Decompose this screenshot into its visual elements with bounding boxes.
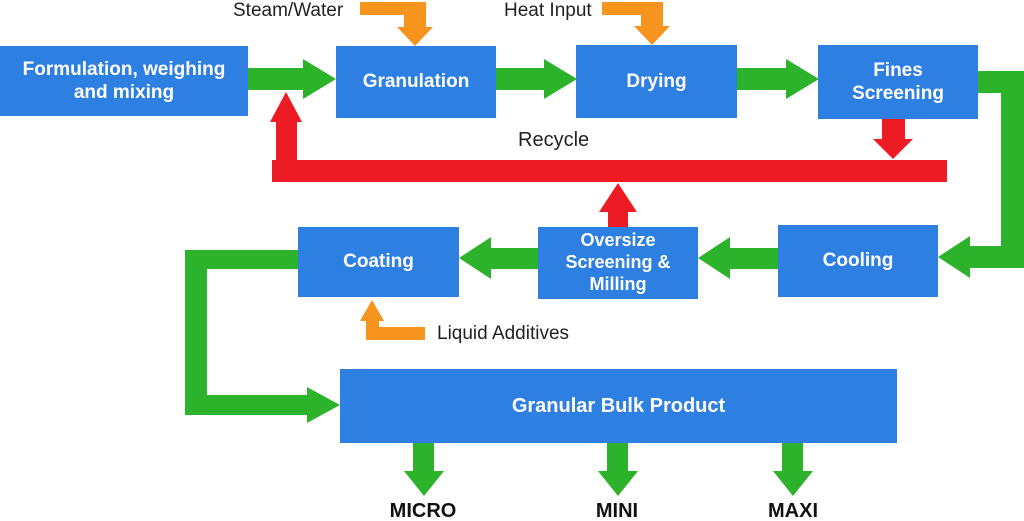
- arrow-segment: [185, 250, 298, 269]
- node-cooling-label: Cooling: [822, 250, 894, 272]
- node-fines-screening: Fines Screening: [818, 45, 978, 119]
- arrow-shaft: [247, 68, 303, 90]
- node-formulation-label: Formulation, weighing and mixing: [22, 58, 226, 103]
- recycle-line-bar: [272, 160, 947, 182]
- arrow-head-up-icon: [270, 92, 302, 122]
- arrow-head-down-icon: [404, 471, 444, 496]
- label-liquid-additives: Liquid Additives: [437, 323, 570, 344]
- arrow-shaft: [607, 443, 628, 472]
- node-coating-label: Coating: [343, 251, 414, 273]
- arrow-head-up-icon: [599, 183, 637, 212]
- node-granular-bulk-product: Granular Bulk Product: [340, 369, 897, 443]
- node-drying: Drying: [576, 45, 737, 118]
- node-formulation: Formulation, weighing and mixing: [0, 46, 248, 116]
- arrow-head-down-icon: [397, 27, 433, 46]
- arrow-shaft: [782, 443, 803, 472]
- node-oversize-screening-milling: Oversize Screening & Milling: [538, 227, 698, 299]
- node-oversize-label: Oversize Screening & Milling: [565, 230, 671, 294]
- label-heat-input: Heat Input: [504, 0, 592, 21]
- arrow-head-left-icon: [459, 237, 491, 279]
- arrow-head-right-icon: [303, 59, 336, 99]
- arrow-shaft: [496, 68, 544, 90]
- arrow-segment: [366, 327, 425, 340]
- arrow-shaft: [882, 119, 905, 141]
- arrow-shaft: [737, 68, 786, 90]
- arrow-head-left-icon: [938, 236, 970, 278]
- arrow-segment: [970, 246, 1024, 268]
- arrow-head-down-icon: [598, 471, 638, 496]
- arrow-head-up-icon: [360, 300, 384, 321]
- label-product-micro: MICRO: [389, 500, 457, 521]
- arrow-head-right-icon: [786, 59, 819, 99]
- arrow-segment: [404, 2, 426, 29]
- arrow-head-right-icon: [307, 387, 340, 423]
- label-product-maxi: MAXI: [768, 500, 818, 521]
- arrow-shaft: [608, 210, 628, 228]
- arrow-head-down-icon: [773, 471, 813, 496]
- label-steam-water: Steam/Water: [233, 0, 344, 21]
- node-bulk-product-label: Granular Bulk Product: [511, 394, 726, 417]
- node-granulation: Granulation: [336, 46, 496, 118]
- arrow-shaft: [491, 248, 538, 269]
- arrow-head-down-icon: [634, 26, 670, 45]
- arrow-head-left-icon: [698, 237, 730, 279]
- arrow-head-down-icon: [873, 139, 913, 159]
- arrow-segment: [641, 2, 663, 27]
- node-drying-label: Drying: [626, 70, 687, 92]
- arrow-segment: [1001, 71, 1024, 268]
- arrow-head-right-icon: [544, 59, 577, 99]
- label-product-mini: MINI: [595, 500, 639, 521]
- node-cooling: Cooling: [778, 225, 938, 297]
- arrow-segment: [185, 395, 307, 415]
- label-recycle: Recycle: [518, 129, 590, 151]
- node-fines-screening-label: Fines Screening: [852, 59, 944, 104]
- arrow-shaft: [413, 443, 434, 472]
- node-coating: Coating: [298, 227, 459, 297]
- arrow-shaft: [730, 248, 778, 269]
- arrow-shaft: [276, 120, 297, 162]
- arrow-segment: [185, 250, 207, 415]
- node-granulation-label: Granulation: [362, 71, 470, 93]
